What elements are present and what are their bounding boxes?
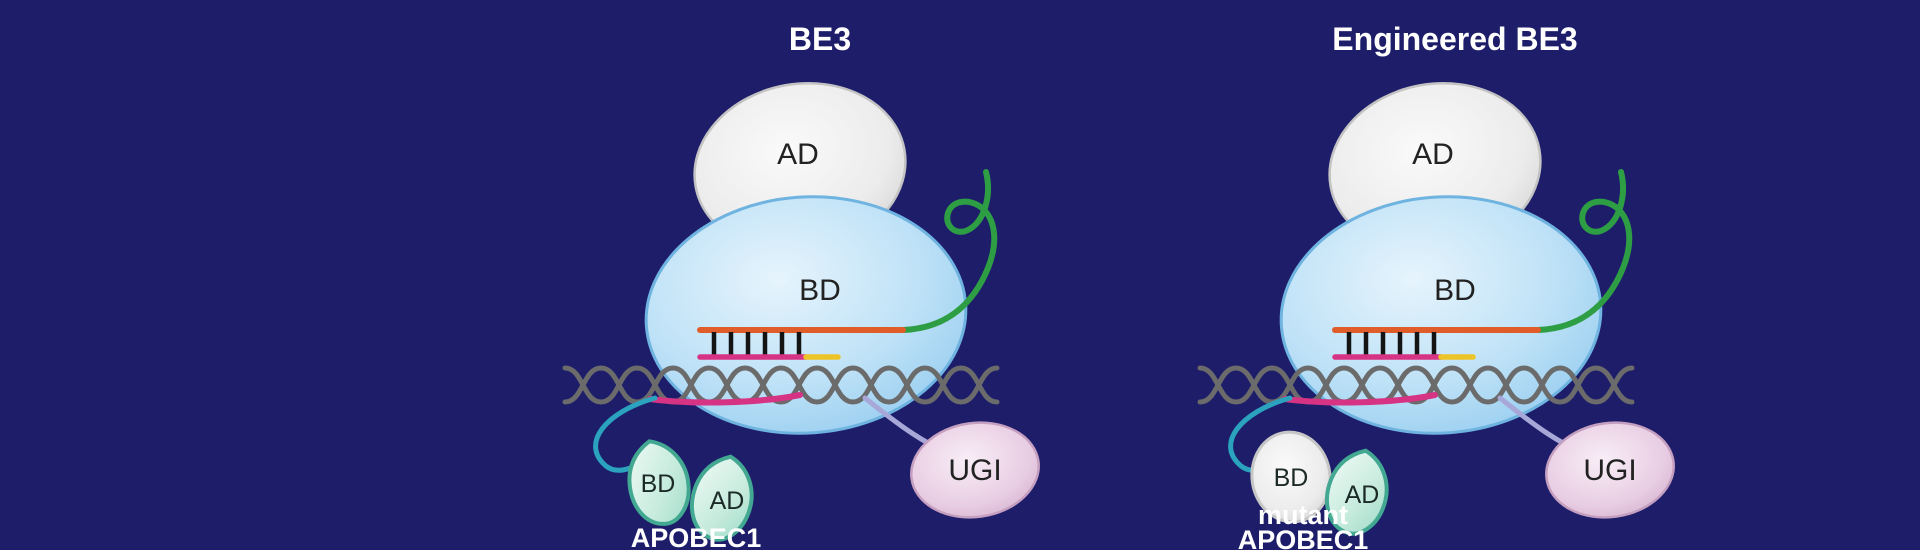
diagram-title: BE3	[789, 21, 851, 57]
sgrna-scaffold-loop	[900, 169, 998, 333]
ugi-label: UGI	[948, 454, 1001, 487]
mutant-apobec1-bd-label: BD	[1274, 464, 1309, 492]
cas9-bd-body	[644, 195, 968, 435]
apobec1-bd-lobe	[627, 439, 691, 526]
bd-domain-label: BD	[1434, 274, 1476, 307]
cas9-bd-body	[1279, 195, 1603, 435]
apobec1-ad-lobe	[690, 454, 754, 542]
mutant-apobec1-bd-lobe	[1250, 430, 1332, 524]
displaced-strand-segment	[1282, 392, 1438, 406]
base-pairing-ticks	[711, 332, 802, 356]
apobec1-name-line2: APOBEC1	[1238, 525, 1369, 550]
ugi-domain	[1545, 421, 1675, 519]
apobec1-ad-lobe	[1325, 448, 1389, 536]
ugi-label: UGI	[1583, 454, 1636, 487]
ad-domain-label: AD	[777, 138, 819, 171]
ad-domain-label: AD	[1412, 138, 1454, 171]
apobec1-name-line1: mutant	[1258, 500, 1348, 530]
apobec1-bd-label: BD	[641, 470, 676, 498]
apobec1-ad-label: AD	[1345, 481, 1380, 509]
apobec1-name: APOBEC1	[631, 523, 762, 550]
ugi-domain	[910, 421, 1040, 519]
sgrna-scaffold-loop	[1535, 169, 1633, 333]
displaced-strand-segment	[647, 392, 803, 406]
apobec1-ad-label: AD	[710, 487, 745, 515]
be3-diagram: BE3 AD BD BD AD APOBEC1 UGI	[562, 21, 1040, 550]
engineered-be3-diagram: Engineered BE3 AD BD BD AD mutant APOBEC…	[1197, 21, 1675, 550]
diagram-title: Engineered BE3	[1332, 21, 1577, 57]
base-pairing-ticks	[1346, 332, 1437, 356]
bd-domain-label: BD	[799, 274, 841, 307]
